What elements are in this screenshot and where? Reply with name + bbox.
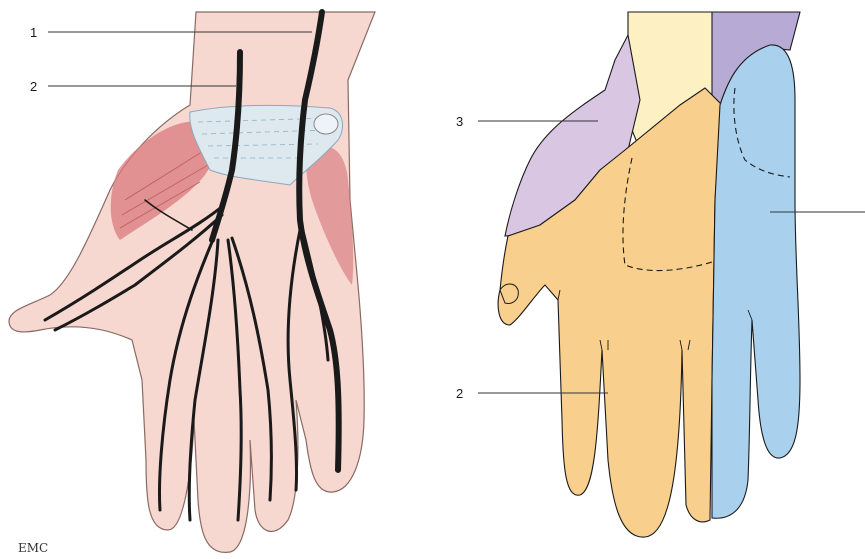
pisiform-bone: [314, 114, 338, 134]
callout-label-2b: 2: [456, 386, 463, 401]
right-hand-sensory-map: 3 2: [456, 12, 865, 537]
zone-ulnar: [712, 45, 800, 518]
artist-signature: EMC: [18, 541, 48, 555]
left-hand-outline: [9, 12, 375, 552]
callout-label-2: 2: [30, 79, 37, 94]
callout-label-1: 1: [30, 25, 37, 40]
callout-label-3: 3: [456, 114, 463, 129]
left-hand-illustration: 1 2 EMC: [9, 12, 375, 555]
